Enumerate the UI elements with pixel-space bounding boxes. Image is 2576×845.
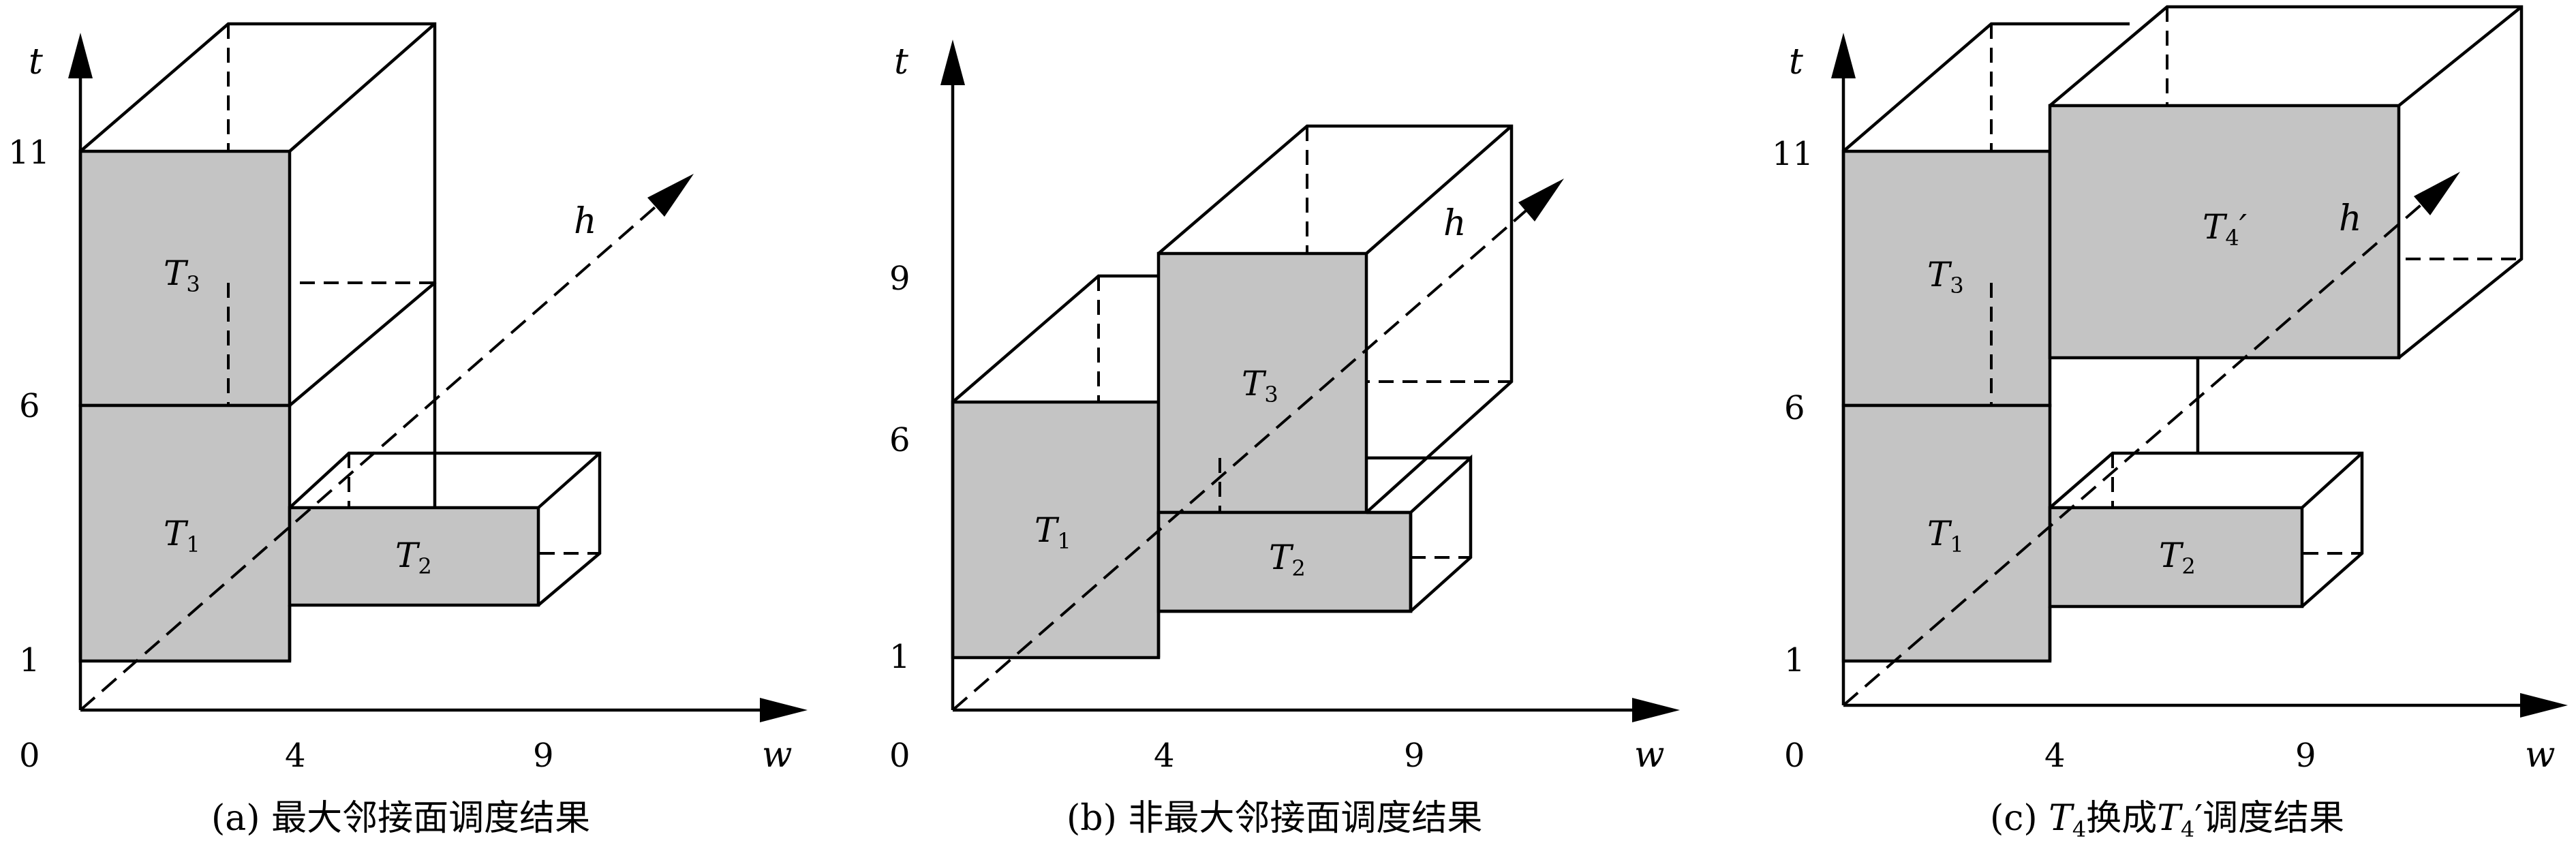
axis-label-h: h [574,201,597,242]
panel-c: t h w 0 4 9 1 6 11 T1 T2 T3 T4′ (c) T4换成… [1772,5,2568,842]
task-box-t2 [1156,454,1473,658]
axis-label-w: w [2525,735,2556,775]
x-tick: 9 [533,737,554,775]
x-tick: 4 [1154,737,1175,775]
axis-label-w: w [1634,735,1665,775]
y-tick: 1 [1784,641,1805,679]
task-label-t2: T2 [395,536,432,579]
panel-a: t h w 0 4 9 1 6 11 T1 T2 T3 (a) 最大邻接面调度结… [8,22,808,839]
y-tick: 11 [8,134,50,172]
axes-c [1831,33,2568,718]
task-box-t1 [951,274,1161,660]
task-label-t3: T3 [1242,364,1278,408]
task-label-t2: T2 [2159,536,2196,579]
x-tick: 4 [285,737,306,775]
task-box-t2 [2048,354,2364,609]
axis-label-w: w [762,735,793,775]
y-tick: 1 [889,638,910,676]
task-box-t4-prime [2048,5,2524,360]
axes-a [68,33,808,722]
origin-label: 0 [19,737,40,775]
y-tick: 6 [19,387,40,425]
axis-label-t: t [894,42,908,82]
task-box-t1 [78,283,437,663]
task-label-t1: T1 [1927,514,1964,557]
x-tick: 9 [1404,737,1425,775]
task-label-t2: T2 [1269,538,1306,581]
task-label-t1: T1 [164,514,200,557]
axis-label-t: t [29,42,43,82]
x-tick: 4 [2044,737,2066,775]
task-box-t2 [288,451,602,607]
caption-b: (b) 非最大邻接面调度结果 [1067,798,1482,839]
origin-label: 0 [889,737,910,775]
panel-b: t h w 0 4 9 1 6 9 T1 T2 T3 (b) 非最大邻接面调度结… [889,40,1680,839]
x-tick: 9 [2295,737,2316,775]
caption-c: (c) T4换成T4′调度结果 [1990,798,2344,842]
y-tick: 9 [889,260,910,298]
axis-label-t: t [1789,42,1803,82]
axis-label-h: h [2339,198,2362,239]
axes-b [940,40,1680,722]
caption-a: (a) 最大邻接面调度结果 [211,798,590,839]
task-label-t3: T3 [164,253,200,297]
task-box-t3 [1156,124,1514,514]
y-tick: 6 [1784,389,1805,427]
origin-label: 0 [1784,737,1805,775]
task-label-t3: T3 [1927,255,1964,298]
task-label-t1: T1 [1034,510,1071,554]
y-tick: 11 [1772,135,1813,173]
y-tick: 1 [19,641,40,679]
y-tick: 6 [889,421,910,459]
task-box-t3 [78,22,437,408]
axis-label-h: h [1443,203,1467,244]
task-label-t4-prime: T4′ [2203,207,2248,251]
